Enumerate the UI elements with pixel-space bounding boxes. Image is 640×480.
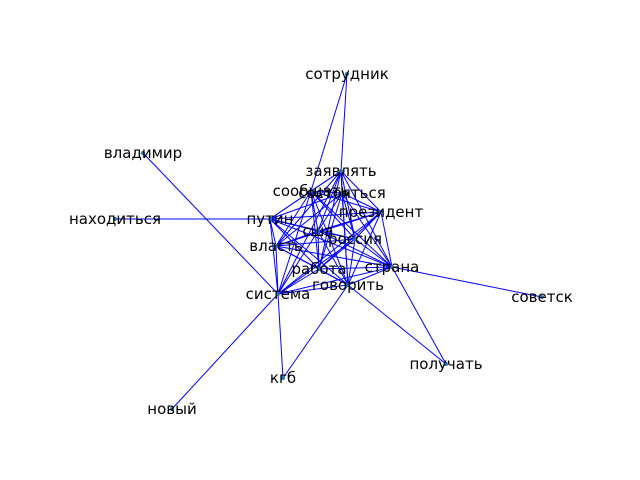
node-label-soobshat: сообщать [273, 182, 350, 200]
edge-soobshat-vlast [275, 190, 312, 247]
edge-soobshat-sistema [277, 190, 312, 295]
edge-sistema-kgb [277, 293, 284, 379]
node-novyi [170, 407, 174, 411]
edge-zayavlyat-prezident [340, 170, 382, 213]
edge-soobshat-strana [310, 190, 393, 268]
edge-prezident-sistema [277, 211, 382, 295]
edge-zayavlyat-strana [340, 170, 393, 268]
node-ssha [316, 229, 320, 233]
edge-zayavlyat-sistema [277, 170, 342, 295]
edge-prezident-rabota [318, 211, 382, 270]
node-label-sostoyatsya: состояться [298, 184, 385, 202]
node-kgb [281, 376, 285, 380]
node-label-vladimir: владимир [104, 144, 182, 162]
edge-prezident-vlast [275, 211, 382, 247]
edge-prezident-strana [380, 211, 393, 268]
node-label-rabota: работа [291, 260, 346, 278]
node-strana [390, 265, 394, 269]
edge-soobshat-putin [269, 190, 312, 220]
edge-rabota-strana [318, 266, 393, 270]
node-label-strana: страна [365, 258, 420, 276]
node-prezident [379, 210, 383, 214]
node-label-putin: путин [247, 210, 294, 228]
node-label-sotrudnik: сотрудник [305, 65, 389, 83]
edge-putin-sistema [269, 218, 279, 295]
node-soobshat [309, 189, 313, 193]
node-label-zayavlyat: заявлять [305, 162, 376, 180]
edge-sostoyatsya-putin [269, 192, 343, 220]
node-label-nakhoditsya: находиться [69, 210, 161, 228]
edge-sostoyatsya-ssha [317, 192, 343, 232]
edge-strana-govorit [347, 266, 393, 286]
node-label-govorit: говорить [312, 276, 384, 294]
edge-strana-sovetsk [391, 266, 543, 298]
node-label-kgb: кгб [270, 369, 296, 387]
node-label-vlast: власть [249, 237, 302, 255]
edge-govorit-sistema [277, 284, 349, 295]
node-poluchat [444, 362, 448, 366]
edge-vladimir-sistema [142, 152, 279, 295]
edge-govorit-poluchat [347, 284, 447, 365]
node-zayavlyat [339, 169, 343, 173]
edge-sostoyatsya-vlast [275, 192, 343, 247]
edge-vlast-rossiya [275, 238, 356, 247]
edge-sostoyatsya-rossiya [341, 192, 356, 240]
edge-zayavlyat-rabota [318, 170, 342, 270]
edge-ssha-rossiya [317, 230, 356, 240]
edge-ssha-sistema [277, 230, 319, 295]
edge-sostoyatsya-rabota [318, 192, 343, 270]
node-vlast [274, 244, 278, 248]
node-vladimir [141, 151, 145, 155]
graph-edges [115, 73, 543, 410]
edge-zayavlyat-ssha [317, 170, 342, 232]
edge-sostoyatsya-govorit [341, 192, 349, 286]
edge-ssha-govorit [317, 230, 349, 286]
edge-govorit-kgb [282, 284, 349, 379]
node-label-rossiya: россия [328, 230, 382, 248]
node-rossiya [353, 237, 357, 241]
edge-sistema-novyi [171, 293, 279, 410]
node-sovetsk [540, 295, 544, 299]
edge-soobshat-govorit [310, 190, 349, 286]
edge-rossiya-strana [354, 238, 393, 268]
edge-putin-strana [269, 218, 393, 268]
node-label-sistema: система [246, 285, 311, 303]
edge-ssha-strana [317, 230, 393, 268]
edge-vlast-sistema [275, 245, 279, 295]
edge-rossiya-rabota [318, 238, 356, 270]
node-nakhoditsya [113, 217, 117, 221]
edge-rabota-govorit [318, 268, 349, 286]
edge-ssha-vlast [275, 230, 319, 247]
node-sotrudnik [345, 72, 349, 76]
edge-prezident-govorit [347, 211, 382, 286]
graph-labels: сотрудник владимир заявлять сообщатьсостоят… [69, 65, 573, 418]
edge-putin-vlast [269, 218, 277, 247]
node-label-prezident: президент [339, 203, 424, 221]
edge-ssha-rabota [317, 230, 320, 270]
edge-sostoyatsya-prezident [341, 192, 382, 213]
node-label-ssha: сша [302, 222, 333, 240]
edge-sotrudnik-soobshat [310, 73, 348, 192]
edge-strana-poluchat [391, 266, 447, 365]
edge-rabota-sistema [277, 268, 320, 295]
edge-sotrudnik-zayavlyat [340, 73, 348, 172]
node-sistema [276, 292, 280, 296]
edge-zayavlyat-rossiya [340, 170, 356, 240]
node-sostoyatsya [340, 191, 344, 195]
node-label-sovetsk: советск [511, 288, 573, 306]
edge-soobshat-prezident [310, 190, 382, 213]
node-rabota [317, 267, 321, 271]
node-putin [268, 217, 272, 221]
edge-strana-sistema [277, 266, 393, 295]
graph-nodes [113, 72, 544, 411]
node-label-poluchat: получать [409, 355, 482, 373]
edge-putin-prezident [269, 211, 382, 220]
edge-sostoyatsya-strana [341, 192, 393, 268]
node-govorit [346, 283, 350, 287]
edge-soobshat-sostoyatsya [310, 190, 343, 194]
node-label-novyi: новый [147, 400, 196, 418]
edge-rossiya-sistema [277, 238, 356, 295]
